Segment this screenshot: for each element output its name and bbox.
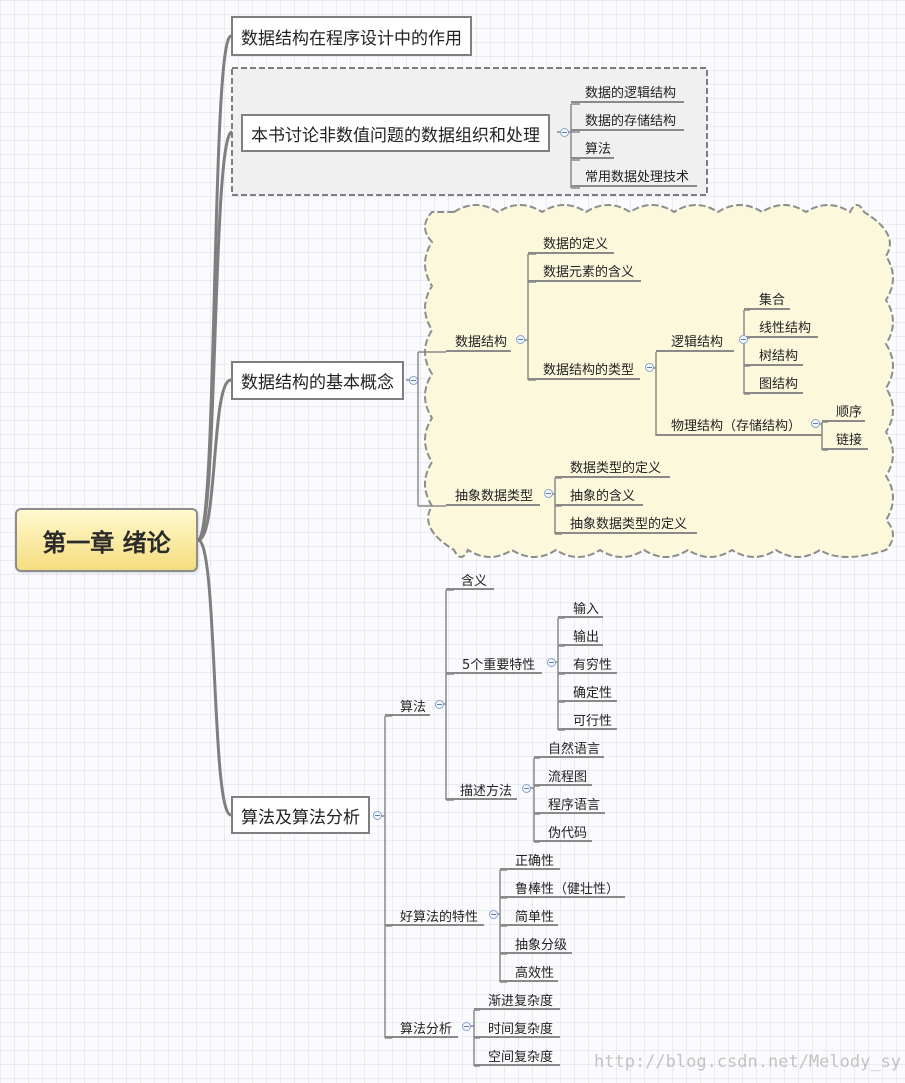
leaf-data-definition[interactable]: 数据的定义 [543, 237, 609, 252]
topic-algo[interactable]: 算法及算法分析 [231, 796, 370, 834]
leaf-graph[interactable]: 图结构 [759, 377, 799, 392]
leaf-output[interactable]: 输出 [573, 630, 600, 645]
leaf-algorithm[interactable]: 算法 [585, 142, 612, 157]
node-physical-structure[interactable]: 物理结构（存储结构） [671, 419, 802, 434]
leaf-input[interactable]: 输入 [573, 602, 600, 617]
leaf-feasibility[interactable]: 可行性 [573, 714, 613, 729]
leaf-tree[interactable]: 树结构 [759, 349, 799, 364]
leaf-space-complexity[interactable]: 空间复杂度 [488, 1050, 554, 1065]
collapse-description-icon[interactable] [522, 784, 531, 793]
leaf-efficiency[interactable]: 高效性 [515, 966, 555, 981]
leaf-logical-structure[interactable]: 数据的逻辑结构 [585, 86, 677, 101]
collapse-concepts-icon[interactable] [409, 376, 418, 385]
leaf-finiteness[interactable]: 有穷性 [573, 658, 613, 673]
topic-role[interactable]: 数据结构在程序设计中的作用 [231, 16, 472, 56]
collapse-physical-icon[interactable] [811, 419, 820, 428]
leaf-time-complexity[interactable]: 时间复杂度 [488, 1022, 554, 1037]
collapse-good-icon[interactable] [489, 910, 498, 919]
leaf-sequential[interactable]: 顺序 [836, 405, 863, 420]
leaf-meaning[interactable]: 含义 [461, 574, 488, 589]
root-topic[interactable]: 第一章 绪论 [15, 508, 198, 572]
leaf-abstraction-levels[interactable]: 抽象分级 [515, 938, 568, 953]
collapse-logical-icon[interactable] [739, 335, 748, 344]
leaf-natural-language[interactable]: 自然语言 [548, 742, 601, 757]
node-data-structure[interactable]: 数据结构 [455, 335, 508, 350]
leaf-asymptotic[interactable]: 渐进复杂度 [488, 994, 554, 1009]
node-logical-structure[interactable]: 逻辑结构 [671, 335, 724, 350]
collapse-algo-icon[interactable] [373, 811, 382, 820]
leaf-linked[interactable]: 链接 [836, 433, 863, 448]
collapse-algorithm-icon[interactable] [435, 700, 444, 709]
leaf-definiteness[interactable]: 确定性 [573, 686, 613, 701]
leaf-simplicity[interactable]: 简单性 [515, 910, 555, 925]
node-structure-types[interactable]: 数据结构的类型 [543, 363, 635, 378]
leaf-storage-structure[interactable]: 数据的存储结构 [585, 114, 677, 129]
topic-concepts[interactable]: 数据结构的基本概念 [231, 361, 404, 400]
leaf-programming-language[interactable]: 程序语言 [548, 798, 601, 813]
collapse-ds-icon[interactable] [516, 335, 525, 344]
leaf-common-techniques[interactable]: 常用数据处理技术 [585, 170, 690, 185]
node-algorithm[interactable]: 算法 [400, 700, 427, 715]
leaf-flowchart[interactable]: 流程图 [548, 770, 588, 785]
leaf-abstraction-meaning[interactable]: 抽象的含义 [570, 489, 636, 504]
topic-book[interactable]: 本书讨论非数值问题的数据组织和处理 [241, 114, 550, 152]
collapse-adt-icon[interactable] [544, 489, 553, 498]
leaf-adt-definition[interactable]: 抽象数据类型的定义 [570, 517, 688, 532]
node-five-properties[interactable]: 5个重要特性 [462, 658, 536, 673]
leaf-data-element[interactable]: 数据元素的含义 [543, 265, 635, 280]
collapse-book-icon[interactable] [560, 128, 569, 137]
leaf-pseudocode[interactable]: 伪代码 [548, 826, 588, 841]
leaf-set[interactable]: 集合 [759, 293, 786, 308]
collapse-properties-icon[interactable] [547, 658, 556, 667]
node-algorithm-analysis[interactable]: 算法分析 [400, 1022, 453, 1037]
watermark: http://blog.csdn.net/Melody_sy [594, 1052, 902, 1072]
collapse-types-icon[interactable] [645, 363, 654, 372]
leaf-linear[interactable]: 线性结构 [759, 321, 812, 336]
node-adt[interactable]: 抽象数据类型 [455, 489, 534, 504]
leaf-robustness[interactable]: 鲁棒性（健壮性） [515, 882, 620, 897]
collapse-analysis-icon[interactable] [462, 1022, 471, 1031]
leaf-correctness[interactable]: 正确性 [515, 854, 555, 869]
node-good-algorithm[interactable]: 好算法的特性 [400, 910, 479, 925]
node-description-methods[interactable]: 描述方法 [460, 784, 513, 799]
leaf-datatype-definition[interactable]: 数据类型的定义 [570, 461, 662, 476]
